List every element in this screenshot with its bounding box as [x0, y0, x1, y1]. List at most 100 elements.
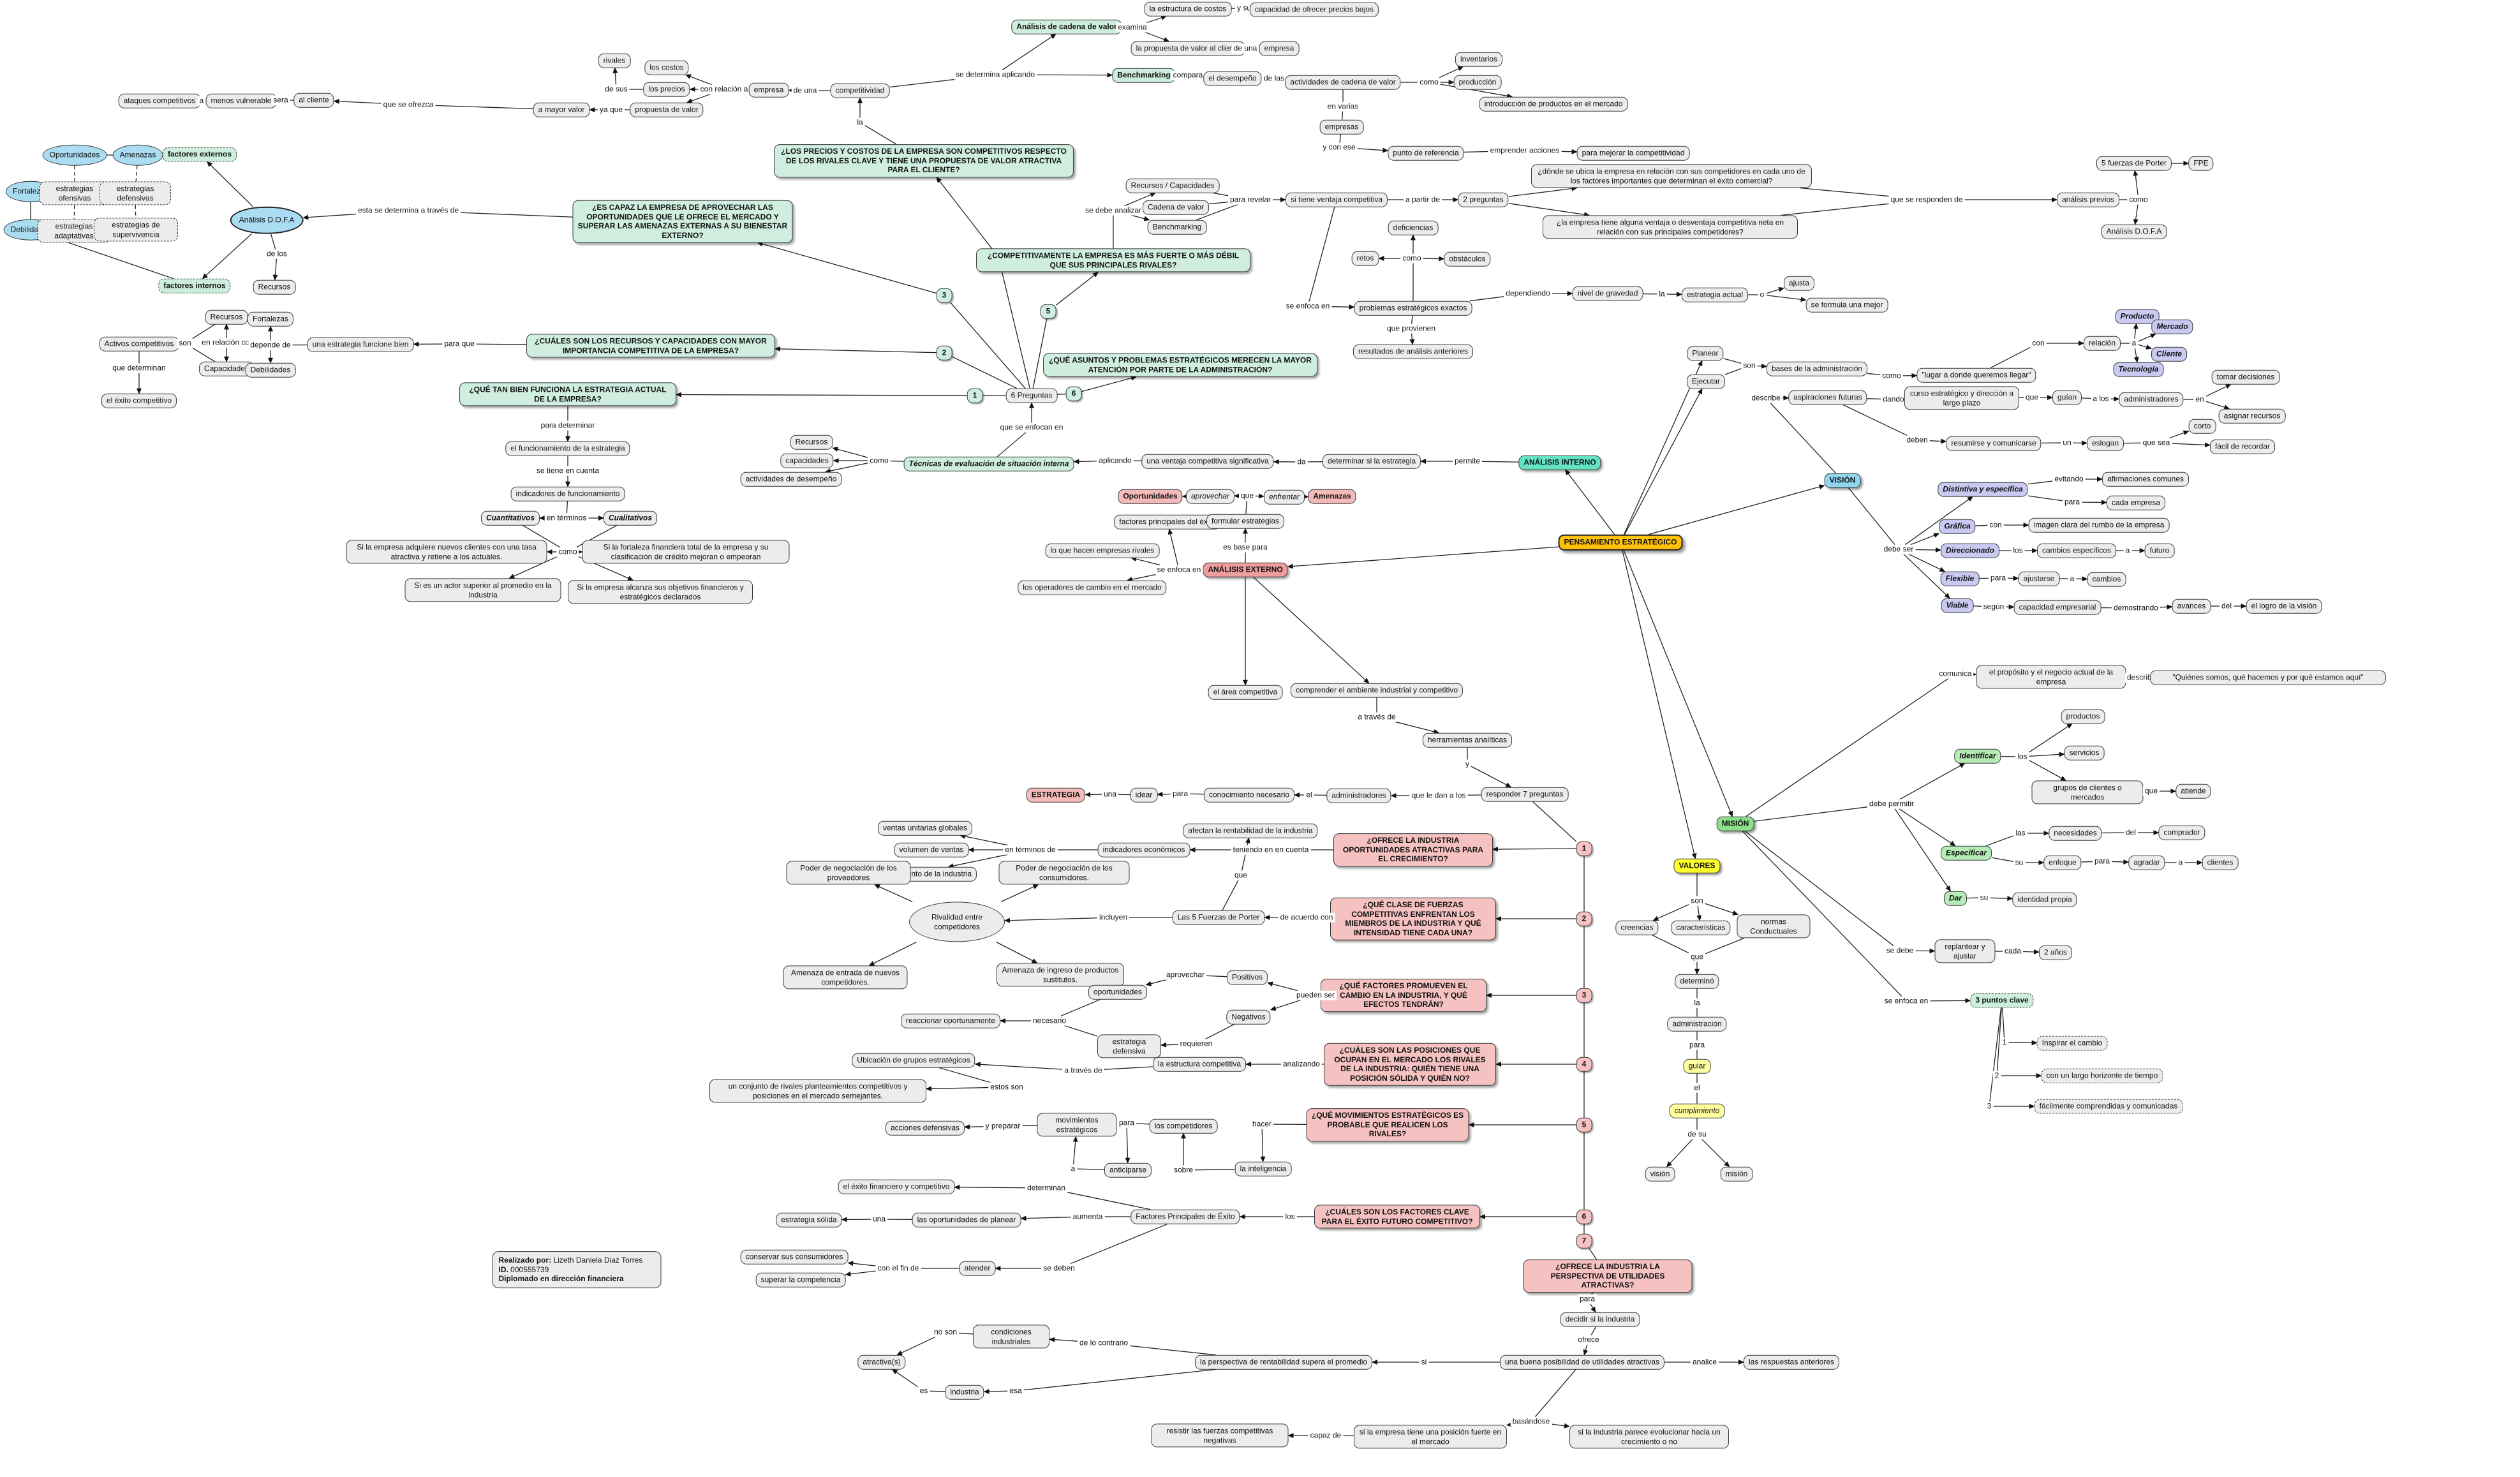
node-relacion[interactable]: relación: [2083, 336, 2121, 351]
node-q2[interactable]: ¿QUÉ CLASE DE FUERZAS COMPETITIVAS ENFRE…: [1330, 897, 1496, 940]
node-direccionado[interactable]: Direccionado: [1940, 543, 2000, 558]
node-atiende[interactable]: atiende: [2175, 783, 2211, 799]
node-viable[interactable]: Viable: [1941, 598, 1974, 613]
node-cumplimiento[interactable]: cumplimiento: [1669, 1103, 1725, 1118]
node-recursos_d[interactable]: Recursos: [253, 279, 296, 295]
node-num5[interactable]: 5: [1040, 304, 1056, 319]
node-facilrecordar[interactable]: fácil de recordar: [2209, 439, 2276, 454]
node-exitocomp[interactable]: el éxito competitivo: [101, 393, 177, 408]
node-agradar[interactable]: agradar: [2128, 855, 2165, 870]
node-amayorvalor[interactable]: a mayor valor: [533, 102, 590, 117]
node-pensamiento[interactable]: PENSAMIENTO ESTRATÉGICO: [1558, 534, 1683, 551]
node-lugardonde[interactable]: "lugar a donde queremos llegar": [1916, 367, 2036, 383]
node-cuantitativos[interactable]: Cuantitativos: [480, 510, 540, 526]
node-rq5[interactable]: 5: [1576, 1117, 1592, 1132]
node-cliente[interactable]: Cliente: [2151, 346, 2188, 362]
node-funcionamiento[interactable]: el funcionamiento de la estrategia: [505, 441, 630, 456]
node-valores[interactable]: VALORES: [1673, 858, 1721, 873]
node-silaindustria[interactable]: si la industria parece evolucionar hacia…: [1569, 1425, 1729, 1449]
node-seformula[interactable]: se formula una mejor: [1805, 297, 1888, 313]
node-unaestrategia[interactable]: una estrategia funcione bien: [307, 337, 414, 352]
node-rq7[interactable]: 7: [1576, 1233, 1592, 1249]
node-grafica[interactable]: Gráfica: [1939, 519, 1976, 534]
node-necesidades[interactable]: necesidades: [2049, 826, 2102, 841]
node-idear[interactable]: idear: [1130, 787, 1158, 803]
node-negativos[interactable]: Negativos: [1226, 1009, 1271, 1025]
node-num6[interactable]: 6: [1065, 386, 1082, 401]
node-ataques[interactable]: ataques competitivos: [118, 93, 201, 108]
node-analisisexterno[interactable]: ANÁLISIS EXTERNO: [1203, 562, 1288, 577]
node-normasconduct[interactable]: normas Conductuales: [1737, 914, 1811, 939]
node-determino[interactable]: determinó: [1675, 974, 1719, 989]
node-vision2[interactable]: visión: [1645, 1166, 1675, 1182]
node-servicios[interactable]: servicios: [2064, 745, 2105, 761]
node-afectan[interactable]: afectan la rentabilidad de la industria: [1183, 823, 1318, 838]
node-cambiosespec[interactable]: cambios específicos: [2036, 543, 2117, 558]
node-analisisprevios[interactable]: análisis previos: [2056, 192, 2120, 207]
node-capofrecer[interactable]: capacidad de ofrecer precios bajos: [1249, 2, 1379, 17]
node-accionesdef[interactable]: acciones defensivas: [885, 1120, 965, 1136]
node-afirmaciones[interactable]: afirmaciones comunes: [2101, 471, 2190, 487]
node-creencias[interactable]: creencias: [1615, 920, 1659, 935]
node-analisisinterno[interactable]: ANÁLISIS INTERNO: [1518, 455, 1601, 470]
node-factext[interactable]: factores externos: [162, 147, 237, 162]
node-inspirar[interactable]: Inspirar el cambio: [2036, 1035, 2108, 1051]
node-imagenclara[interactable]: imagen clara del rumbo de la empresa: [2028, 517, 2170, 533]
node-amenazaentrada[interactable]: Amenaza de entrada de nuevos competidore…: [783, 965, 908, 990]
node-loscostos[interactable]: los costos: [644, 60, 689, 75]
node-losoperadores[interactable]: los operadores de cambio en el mercado: [1018, 580, 1167, 595]
node-rq1[interactable]: 1: [1576, 841, 1592, 856]
node-fpe[interactable]: FPE: [2188, 156, 2214, 171]
node-amenazas_e[interactable]: Amenazas: [112, 144, 163, 166]
node-qtanbien[interactable]: ¿QUÉ TAN BIEN FUNCIONA LA ESTRATEGIA ACT…: [459, 382, 676, 406]
node-guian[interactable]: guían: [2052, 390, 2082, 405]
node-recursos3[interactable]: Recursos: [790, 434, 833, 450]
node-indicadoreseco[interactable]: indicadores económicos: [1097, 842, 1190, 857]
node-sifortaleza[interactable]: Si la fortaleza financiera total de la e…: [582, 540, 790, 564]
node-aprovechar[interactable]: aprovechar: [1185, 489, 1235, 504]
node-actcadena[interactable]: actividades de cadena de valor: [1285, 75, 1401, 90]
node-indicadoresfunc[interactable]: indicadores de funcionamiento: [510, 486, 625, 501]
node-factint[interactable]: factores internos: [158, 278, 231, 293]
node-qescapaz[interactable]: ¿ES CAPAZ LA EMPRESA DE APROVECHAR LAS O…: [572, 200, 793, 243]
node-formularestr[interactable]: formular estrategias: [1206, 514, 1285, 529]
node-tecnologia[interactable]: Tecnología: [2113, 362, 2164, 377]
node-asignarrecursos[interactable]: asignar recursos: [2218, 408, 2286, 424]
node-ajusta[interactable]: ajusta: [1783, 276, 1815, 291]
node-lasrespuestas[interactable]: las respuestas anteriores: [1743, 1355, 1840, 1370]
node-enfoque[interactable]: enfoque: [2043, 855, 2082, 870]
node-ventajasig[interactable]: una ventaja competitiva significativa: [1141, 454, 1274, 469]
node-guiar[interactable]: guiar: [1683, 1058, 1711, 1074]
node-benchheader[interactable]: Benchmarking: [1112, 68, 1176, 83]
node-cambios2[interactable]: cambios: [2087, 572, 2126, 587]
node-paramejorar[interactable]: para mejorar la competitividad: [1576, 145, 1690, 161]
node-dar[interactable]: Dar: [1943, 891, 1968, 906]
node-empresa2[interactable]: empresa: [1259, 41, 1300, 56]
node-produccion[interactable]: producción: [1453, 75, 1502, 90]
node-oportplanear[interactable]: las oportunidades de planear: [912, 1212, 1021, 1228]
node-caracteristicas[interactable]: características: [1671, 920, 1731, 935]
node-estr_of[interactable]: estrategias ofensivas: [40, 181, 110, 205]
node-num1[interactable]: 1: [967, 388, 983, 403]
node-areacompetitiva[interactable]: el área competitiva: [1208, 685, 1283, 700]
node-corto[interactable]: corto: [2188, 419, 2216, 434]
node-herramientas[interactable]: herramientas analíticas: [1422, 732, 1513, 748]
node-qrecursos[interactable]: ¿CUÁLES SON LOS RECURSOS Y CAPACIDADES C…: [526, 334, 775, 358]
node-amenazaingreso[interactable]: Amenaza de ingreso de productos sustitut…: [997, 963, 1124, 987]
node-conjunto[interactable]: un conjunto de rivales planteamientos co…: [709, 1079, 926, 1103]
node-eslogan2[interactable]: eslogan: [2086, 436, 2124, 451]
node-especificar[interactable]: Especificar: [1940, 845, 1992, 861]
node-rq2[interactable]: 2: [1576, 911, 1592, 926]
node-competitividad[interactable]: competitividad: [830, 83, 890, 98]
node-trespuntos[interactable]: 3 puntos clave: [1970, 993, 2034, 1008]
node-qofrece2[interactable]: ¿OFRECE LA INDUSTRIA LA PERSPECTIVA DE U…: [1523, 1259, 1693, 1293]
node-positivos[interactable]: Positivos: [1226, 970, 1268, 985]
node-mercado[interactable]: Mercado: [2151, 319, 2193, 334]
node-facilmente[interactable]: fácilmente comprendidas y comunicadas: [2034, 1099, 2183, 1114]
node-estructuracomp[interactable]: la estructura competitiva: [1152, 1057, 1247, 1072]
node-tomardecisiones[interactable]: tomar decisiones: [2211, 369, 2280, 385]
node-aspiraciones[interactable]: aspiraciones futuras: [1788, 390, 1867, 405]
node-quienessomos[interactable]: "Quiénes somos, qué hacemos y por qué es…: [2150, 670, 2386, 685]
node-responder7[interactable]: responder 7 preguntas: [1481, 787, 1569, 802]
node-porter5[interactable]: 5 fuerzas de Porter: [2096, 156, 2172, 171]
